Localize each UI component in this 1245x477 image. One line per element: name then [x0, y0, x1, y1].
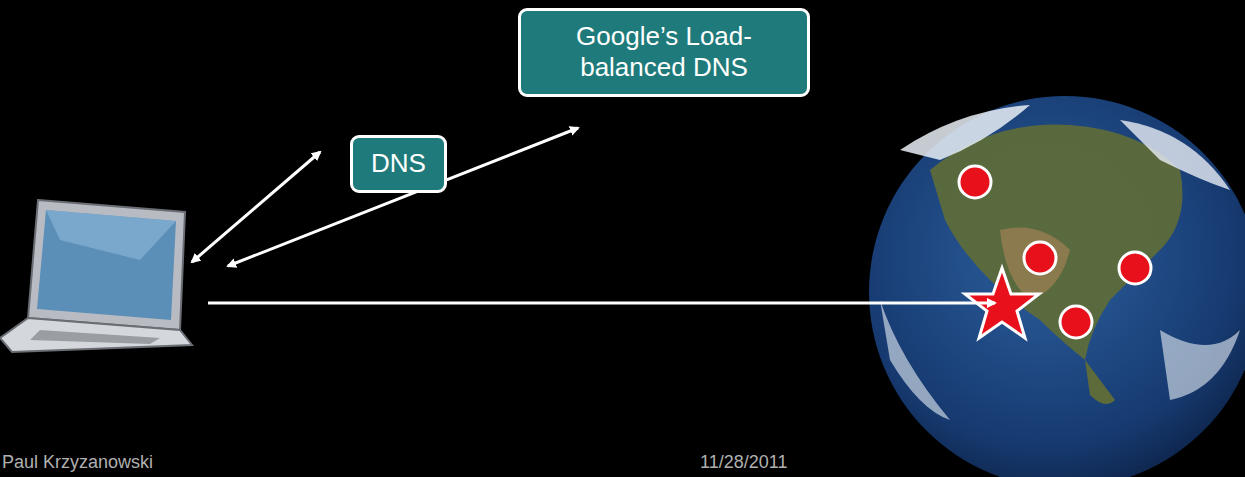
- server-location-dot: [959, 166, 1151, 338]
- load-balanced-dns-box: Google’s Load-balanced DNS: [518, 8, 810, 97]
- box-text: Google’s Load-balanced DNS: [539, 21, 789, 83]
- earth-globe: [869, 96, 1245, 477]
- laptop-icon: [0, 200, 192, 352]
- request-arrow: [192, 128, 995, 303]
- box-text: DNS: [371, 148, 426, 179]
- footer-text: 11/28/2011: [700, 452, 787, 473]
- footer-text: Paul Krzyzanowski: [2, 452, 153, 473]
- dns-box: DNS: [350, 135, 447, 193]
